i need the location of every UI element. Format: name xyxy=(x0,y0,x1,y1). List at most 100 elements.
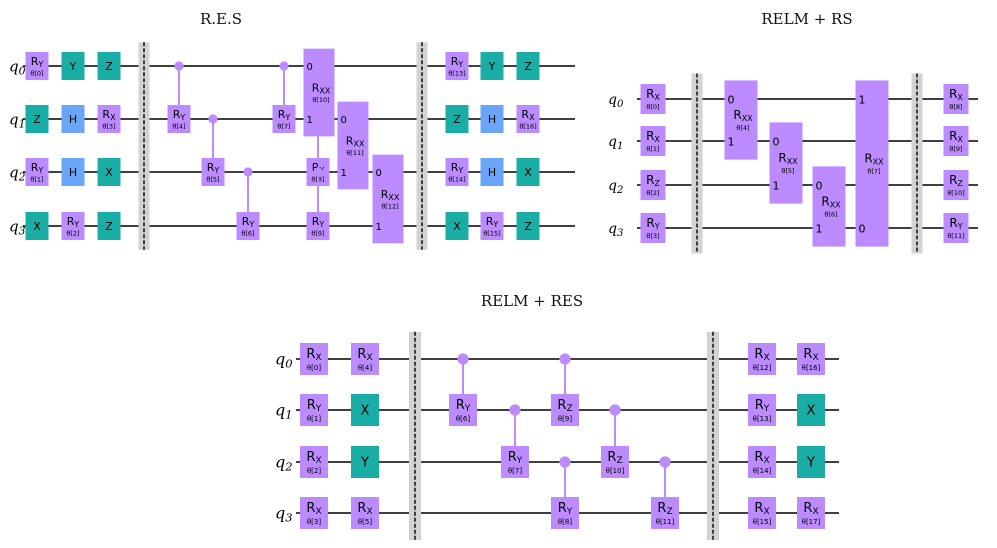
gate-single: RXθ[12] xyxy=(748,343,776,375)
gate-box xyxy=(551,394,579,426)
gate-single: RYθ[14] xyxy=(445,158,469,186)
gate-param: θ[3] xyxy=(646,232,659,240)
gate-single: RXθ[9] xyxy=(943,126,969,156)
gate-param: θ[16] xyxy=(519,123,536,131)
gate-box xyxy=(769,122,803,204)
gate-controlled: RYθ[6] xyxy=(449,353,477,426)
gate-box xyxy=(943,84,969,114)
gate-single: RXθ[3] xyxy=(300,497,328,529)
gate-label: Y xyxy=(69,60,77,73)
gate-controlled: RYθ[8] xyxy=(551,456,579,529)
gate-param: θ[1] xyxy=(646,145,659,153)
qubit-index-label: 0 xyxy=(816,179,823,192)
gate-box xyxy=(306,212,330,240)
control-dot xyxy=(279,61,289,71)
gate-single: Y xyxy=(61,52,85,80)
gate-param: θ[13] xyxy=(753,415,772,423)
gate-param: θ[7] xyxy=(277,123,290,131)
gate-single: H xyxy=(480,158,504,186)
qubit-label: q2 xyxy=(275,453,293,474)
gate-single: H xyxy=(61,158,85,186)
gate-param: θ[0] xyxy=(30,70,43,78)
gate-single: RYθ[1] xyxy=(300,394,328,426)
gate-label: Z xyxy=(33,113,41,126)
gate-box xyxy=(551,497,579,529)
circuit-relm-res: q0q1q2q3RXθ[0]RYθ[1]RXθ[2]RXθ[3]RXθ[4]XY… xyxy=(275,331,839,541)
gate-param: θ[6] xyxy=(241,230,254,238)
gate-param: θ[2] xyxy=(307,467,321,475)
gate-box xyxy=(797,343,825,375)
gate-single: RYθ[0] xyxy=(25,52,49,80)
title-relm-rs: RELM + RS xyxy=(761,10,852,28)
gate-param: θ[0] xyxy=(307,364,321,372)
gate-single: X xyxy=(97,158,121,186)
gate-label: X xyxy=(105,166,113,179)
gate-box xyxy=(201,158,225,186)
gate-label: X xyxy=(361,404,370,419)
gate-label: X xyxy=(807,404,816,419)
qubit-label: q2 xyxy=(9,163,26,183)
gate-box xyxy=(480,52,504,80)
gate-box xyxy=(855,80,889,247)
gate-param: θ[9] xyxy=(558,415,572,423)
gate-box xyxy=(640,84,666,114)
control-dot xyxy=(313,167,323,177)
gate-label: Y xyxy=(360,456,369,471)
qubit-label: q3 xyxy=(275,504,293,525)
gate-single: RXθ[3] xyxy=(97,105,121,133)
gate-box xyxy=(351,394,379,426)
qubit-index-label: 0 xyxy=(376,168,382,179)
gate-single: RXθ[0] xyxy=(640,84,666,114)
gate-single: Z xyxy=(516,212,540,240)
qubit-index-label: 0 xyxy=(307,62,313,73)
gate-param: θ[10] xyxy=(312,96,329,104)
gate-single: RXθ[15] xyxy=(748,497,776,529)
gate-param: θ[3] xyxy=(102,123,115,131)
title-res: R.E.S xyxy=(200,10,242,28)
gate-param: θ[5] xyxy=(358,518,372,526)
gate-param: θ[4] xyxy=(736,124,749,132)
gate-box xyxy=(97,105,121,133)
gate-param: θ[11] xyxy=(947,232,964,240)
gate-label: Y xyxy=(488,60,496,73)
qubit-index-label: 1 xyxy=(728,135,735,148)
qubit-label: q2 xyxy=(608,178,623,196)
gate-param: θ[4] xyxy=(172,123,185,131)
gate-box xyxy=(25,158,49,186)
gate-param: θ[6] xyxy=(824,211,837,219)
gate-box xyxy=(300,446,328,478)
gate-box xyxy=(797,394,825,426)
gate-box xyxy=(748,497,776,529)
gate-box xyxy=(303,48,335,137)
gate-single: RZθ[10] xyxy=(943,170,969,200)
gate-single: X xyxy=(25,212,49,240)
gate-box xyxy=(351,446,379,478)
gate-single: Y xyxy=(351,446,379,478)
gate-single: RXθ[14] xyxy=(748,446,776,478)
gate-param: θ[11] xyxy=(346,149,363,157)
gate-box xyxy=(943,170,969,200)
gate-box xyxy=(480,158,504,186)
gate-box xyxy=(480,105,504,133)
qubit-index-label: 1 xyxy=(859,93,866,106)
gate-controlled: RYθ[7] xyxy=(272,61,296,133)
gate-param: θ[5] xyxy=(206,176,219,184)
qubit-label: q1 xyxy=(275,401,293,422)
gate-single: X xyxy=(351,394,379,426)
control-dot xyxy=(509,404,521,416)
gate-box xyxy=(516,212,540,240)
control-dot xyxy=(559,353,571,365)
qubit-label: q0 xyxy=(608,92,624,110)
gate-param: θ[10] xyxy=(606,467,625,475)
gate-label: Y xyxy=(806,456,815,471)
gate-box xyxy=(300,394,328,426)
gate-box xyxy=(351,497,379,529)
gate-label: X xyxy=(453,220,461,233)
gate-single: Z xyxy=(97,52,121,80)
gate-label: Z xyxy=(524,60,532,73)
control-dot xyxy=(659,456,671,468)
gate-single: H xyxy=(61,105,85,133)
